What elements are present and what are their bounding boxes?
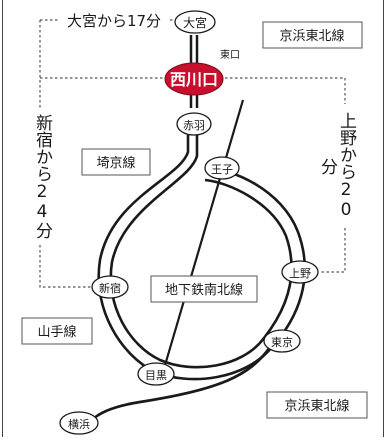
- exit-label: 東口: [220, 48, 240, 61]
- keihin-tohoku-south-path: [91, 346, 272, 422]
- station-ueno-label: 上野: [289, 267, 311, 280]
- station-omiya: 大宮: [174, 10, 216, 34]
- namboku-line-path: [161, 99, 245, 373]
- station-nishikawaguchi: 西川口: [164, 62, 224, 96]
- time-from-omiya-bg: [60, 10, 168, 30]
- station-nishikawaguchi-label: 西川口: [170, 70, 218, 89]
- label-yamanote: 山手線: [21, 317, 93, 345]
- station-oji: 王子: [204, 156, 240, 180]
- time-from-omiya: 大宮から17分: [67, 12, 161, 30]
- line-name-keihin-tohoku-top: 京浜東北線: [279, 28, 344, 44]
- station-akabane-label: 赤羽: [183, 119, 205, 132]
- line-name-saikyo: 埼京線: [96, 155, 135, 171]
- station-yokohama-label: 横浜: [68, 417, 90, 431]
- station-meguro-label: 目黒: [145, 369, 167, 382]
- line-name-yamanote: 山手線: [37, 324, 76, 340]
- station-omiya-label: 大宮: [183, 15, 207, 30]
- station-ueno: 上野: [281, 260, 319, 284]
- station-tokyo: 東京: [263, 329, 301, 353]
- time-from-shinjuku: 新宿から24分: [31, 108, 52, 244]
- line-name-namboku: 地下鉄南北線: [165, 282, 243, 298]
- station-yokohama: 横浜: [59, 411, 99, 435]
- yamanote-line-path: [109, 135, 293, 369]
- label-keihin-tohoku-top: 京浜東北線: [262, 21, 363, 49]
- label-namboku: 地下鉄南北線: [150, 275, 258, 303]
- line-name-keihin-tohoku-bottom: 京浜東北線: [284, 398, 349, 414]
- label-keihin-tohoku-bottom: 京浜東北線: [266, 391, 368, 419]
- station-akabane: 赤羽: [176, 112, 212, 136]
- station-shinjuku-label: 新宿: [99, 281, 121, 295]
- station-meguro: 目黒: [137, 362, 175, 386]
- dotted-route-shinjuku: [39, 20, 95, 288]
- saikyo-line-path: [97, 135, 307, 381]
- station-shinjuku: 新宿: [91, 275, 129, 299]
- station-tokyo-label: 東京: [271, 335, 293, 349]
- loop-lines: [97, 135, 307, 381]
- station-oji-label: 王子: [211, 163, 233, 176]
- label-saikyo: 埼京線: [81, 148, 151, 176]
- time-from-ueno: 上野から20分: [317, 104, 356, 228]
